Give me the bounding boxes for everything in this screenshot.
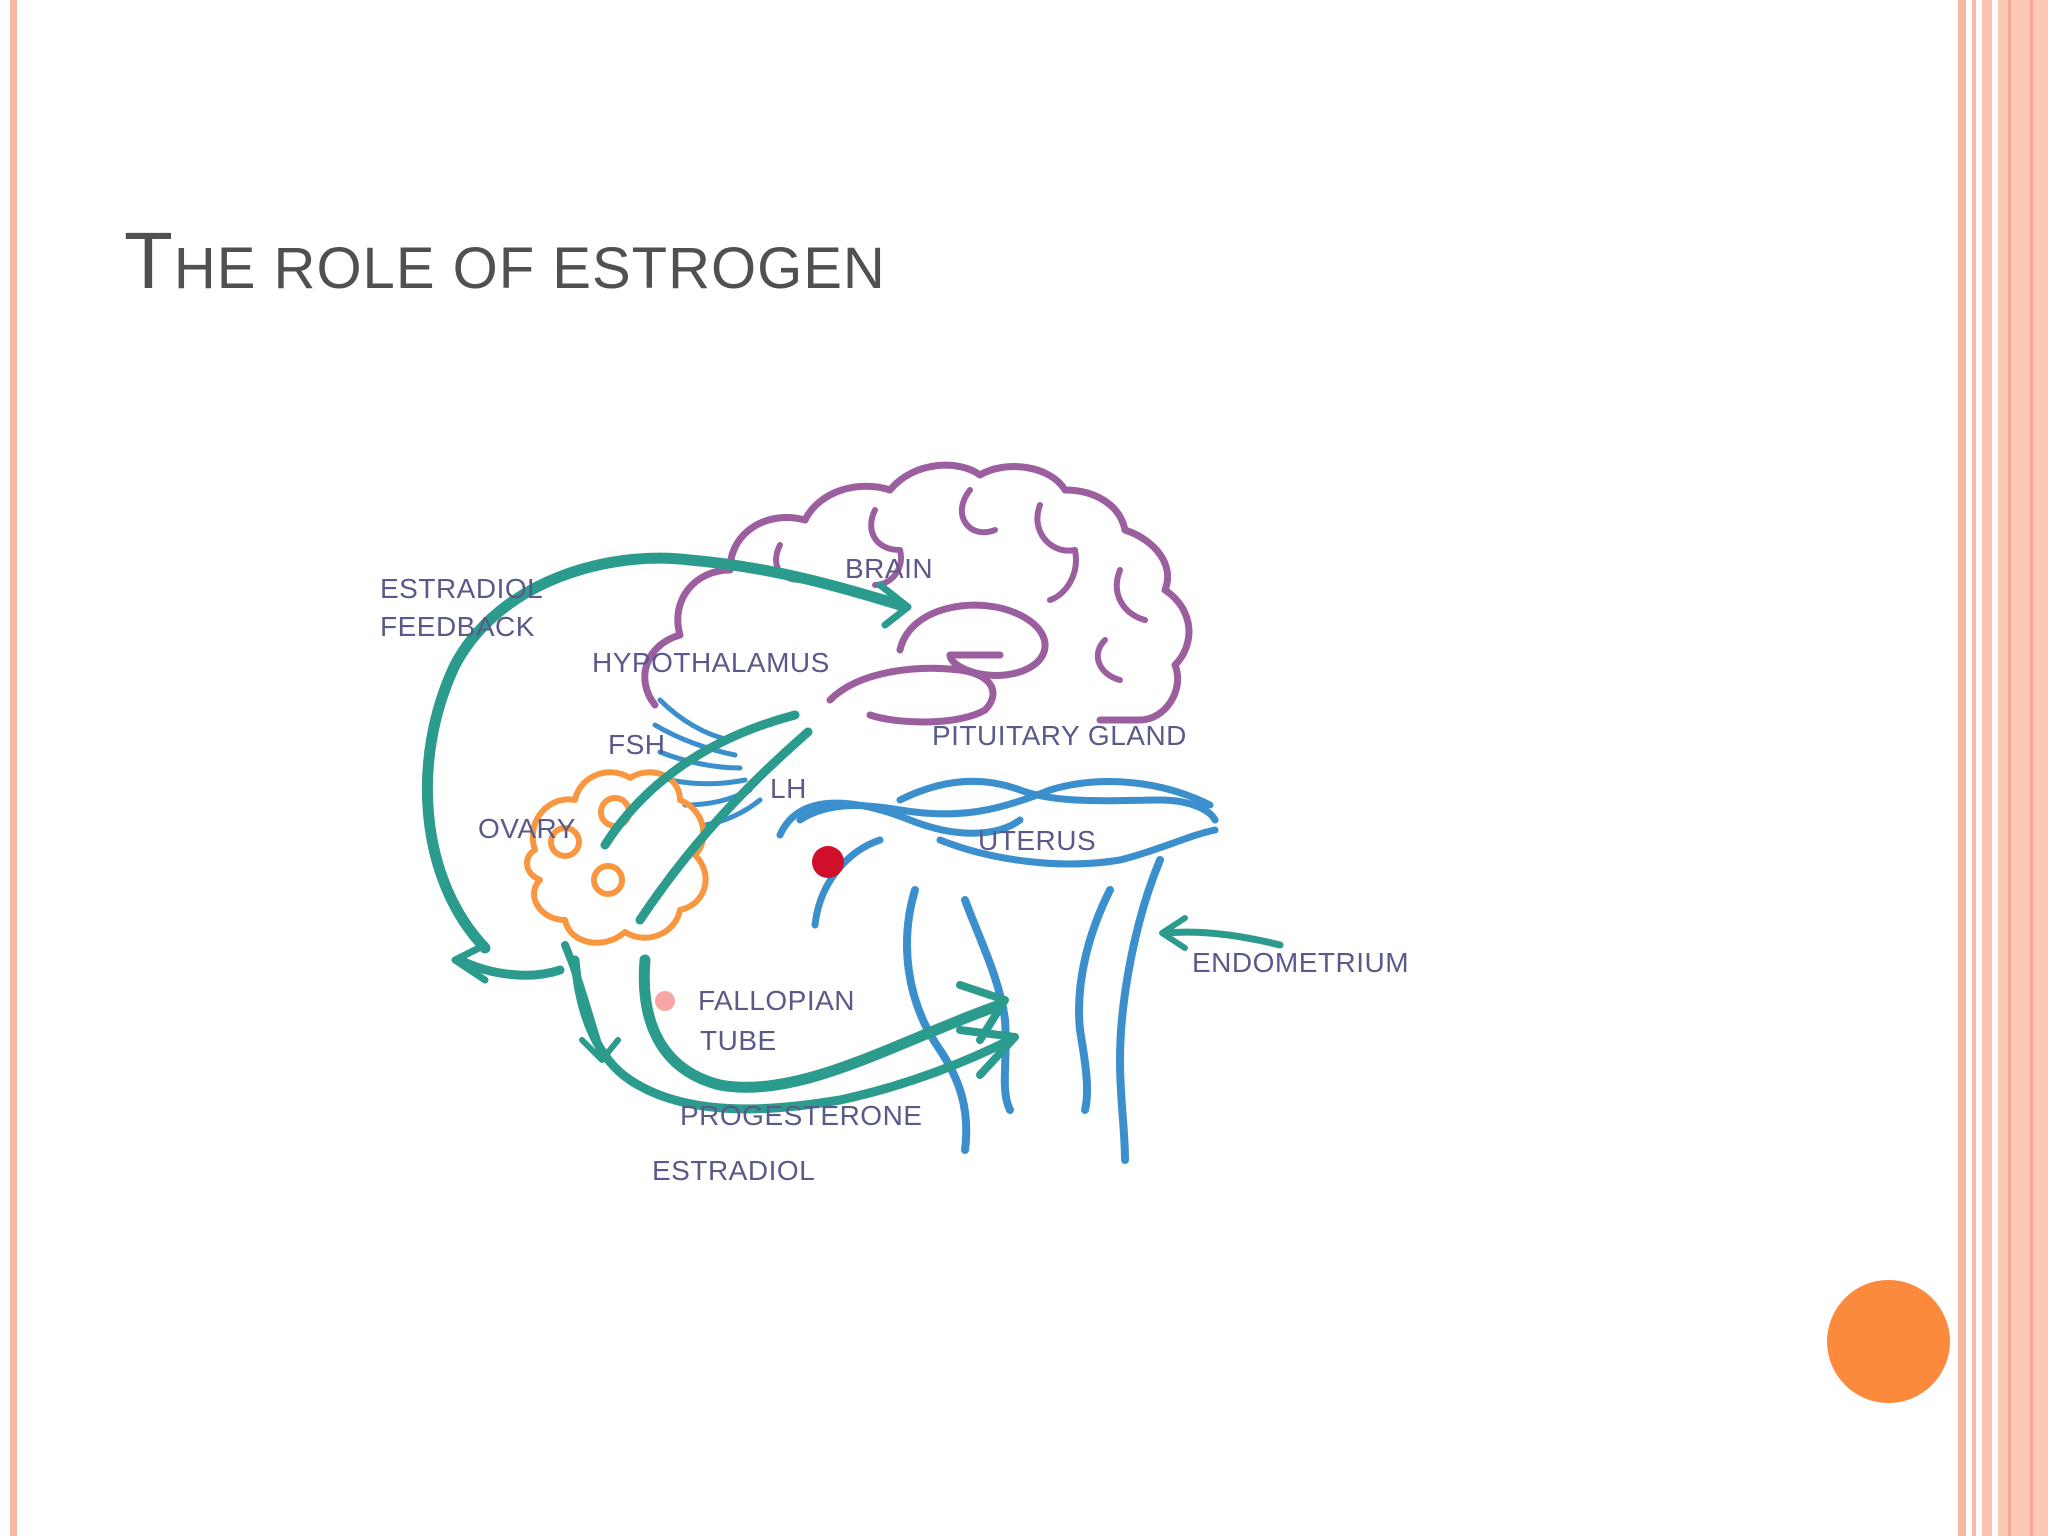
fallopian-tube-upper	[796, 778, 1214, 824]
progesterone-arrow	[638, 954, 1006, 1093]
estradiol-feedback-arrowhead	[876, 581, 912, 629]
fallopian-tube-left	[776, 799, 1024, 839]
right-border-decoration	[1958, 0, 2048, 1536]
title-text: HE ROLE OF ESTROGEN	[173, 236, 886, 301]
label-estradiol-feedback-1: ESTRADIOL	[380, 573, 543, 604]
uterus-inner-right	[1075, 886, 1114, 1114]
brain-fold	[1094, 637, 1123, 683]
endometrium-arrow	[1161, 928, 1284, 949]
border-stripe	[2030, 0, 2033, 1536]
brain-fold	[1113, 567, 1148, 623]
label-fallopian-tube-2: TUBE	[700, 1025, 777, 1056]
label-fallopian-tube-1: FALLOPIAN	[698, 985, 855, 1016]
label-hypothalamus: HYPOTHALAMUS	[592, 647, 830, 678]
hypothalamus-outline	[896, 601, 1049, 679]
ovary-down-arrow	[561, 941, 604, 1054]
title-first-letter: T	[124, 216, 174, 305]
label-pituitary-gland: PITUITARY GLAND	[932, 720, 1187, 751]
label-estradiol-feedback-2: FEEDBACK	[380, 611, 535, 642]
ovum-dot	[655, 991, 675, 1011]
diagram-svg: BRAIN ESTRADIOL FEEDBACK HYPOTHALAMUS PI…	[380, 461, 1409, 1186]
fimbria	[657, 749, 743, 771]
label-fsh: FSH	[608, 729, 666, 760]
border-stripe	[1998, 0, 2048, 1536]
lh-arrow	[635, 727, 813, 925]
estradiol-feedback-arrow	[421, 552, 906, 954]
fsh-arrow	[600, 710, 800, 850]
slide-title: THE ROLE OF ESTROGEN	[124, 215, 886, 307]
fimbria	[667, 777, 748, 787]
border-stripe	[1972, 0, 1976, 1536]
uterus-top	[896, 777, 1219, 824]
label-brain: BRAIN	[845, 553, 933, 584]
uterus-body	[936, 826, 1219, 868]
ovary-outflow-arrowhead	[451, 941, 489, 984]
endometrium-arrowhead	[1159, 915, 1188, 951]
border-stripe	[1958, 0, 1966, 1536]
border-stripe	[2008, 0, 2011, 1536]
brain-fold	[868, 507, 904, 588]
label-progesterone: PROGESTERONE	[680, 1100, 922, 1131]
egg-dot	[812, 846, 844, 878]
brain-fold	[1034, 502, 1079, 603]
ovary-outflow-arrow	[455, 955, 565, 980]
brain-fold	[958, 487, 998, 536]
ovary-outline	[524, 769, 709, 946]
uterus-right-wall	[1116, 856, 1164, 1164]
ovary-follicle	[591, 863, 625, 897]
label-uterus: UTERUS	[978, 825, 1096, 856]
ovary-follicle	[548, 825, 582, 859]
brain-outline	[641, 461, 1193, 724]
fimbria	[652, 722, 738, 758]
estradiol-arrowhead	[956, 1026, 1019, 1079]
label-lh: LH	[770, 773, 807, 804]
estrogen-diagram: BRAIN ESTRADIOL FEEDBACK HYPOTHALAMUS PI…	[260, 380, 1520, 1260]
uterus-left-wall	[903, 886, 971, 1154]
next-slide-button[interactable]	[1827, 1280, 1950, 1403]
ovary-down-arrowhead	[579, 1037, 621, 1063]
border-stripe	[1982, 0, 1992, 1536]
label-estradiol: ESTRADIOL	[652, 1155, 815, 1186]
progesterone-arrowhead	[956, 981, 1009, 1044]
uterus-inner-left	[961, 896, 1014, 1114]
left-border-decoration	[10, 0, 17, 1536]
pituitary-outline	[826, 664, 997, 726]
label-endometrium: ENDOMETRIUM	[1192, 947, 1409, 978]
label-ovary: OVARY	[478, 813, 576, 844]
